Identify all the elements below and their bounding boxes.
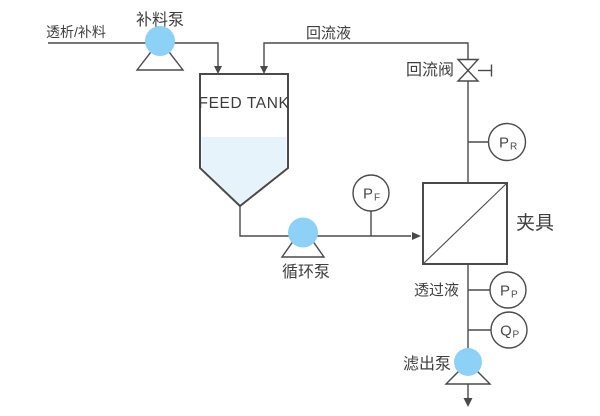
circulation-pump-icon — [280, 217, 326, 258]
gauge-pp-main: P — [500, 283, 510, 300]
filtrate-pump-label: 滤出泵 — [403, 355, 451, 373]
tank-liquid — [201, 137, 287, 205]
reflux-valve-label: 回流阀 — [406, 61, 454, 79]
feed-tank — [199, 73, 289, 208]
gauge-qp: Q P — [490, 311, 528, 349]
filtrate-pump-icon — [444, 348, 492, 385]
reflux-pipe — [263, 42, 469, 67]
gauge-qp-main: Q — [500, 323, 512, 340]
feed-pipe — [48, 42, 219, 67]
membrane-diagonal — [422, 182, 508, 265]
reflux-valve-icon — [456, 58, 493, 82]
circulation-pipe — [239, 206, 411, 237]
gauge-pr-sub: R — [510, 142, 517, 153]
reflux-into-tank-arrow-icon — [260, 66, 268, 74]
gauge-pf: P F — [352, 174, 390, 212]
gauge-pf-sub: F — [374, 193, 380, 204]
feed-pump-label: 补料泵 — [136, 11, 184, 29]
gauge-pf-main: P — [363, 186, 373, 203]
clamp-label: 夹具 — [516, 212, 554, 234]
feed-tank-label: FEED TANK — [199, 95, 290, 112]
feed-into-tank-arrow-icon — [214, 66, 222, 74]
outlet-arrow-icon — [463, 398, 473, 407]
circulation-pump-label: 循环泵 — [282, 263, 330, 281]
gauge-pp: P P — [489, 271, 527, 309]
gauge-pr: P R — [487, 122, 527, 162]
permeate-label: 透过液 — [414, 282, 459, 299]
gauge-qp-sub: P — [513, 330, 520, 341]
into-module-arrow-icon — [412, 232, 421, 240]
inlet-label: 透析/补料 — [46, 24, 106, 40]
gauge-pp-sub: P — [511, 290, 518, 301]
feed-pump-icon — [135, 26, 185, 71]
gauge-pr-main: P — [499, 135, 509, 152]
reflux-line-label: 回流液 — [306, 25, 351, 42]
